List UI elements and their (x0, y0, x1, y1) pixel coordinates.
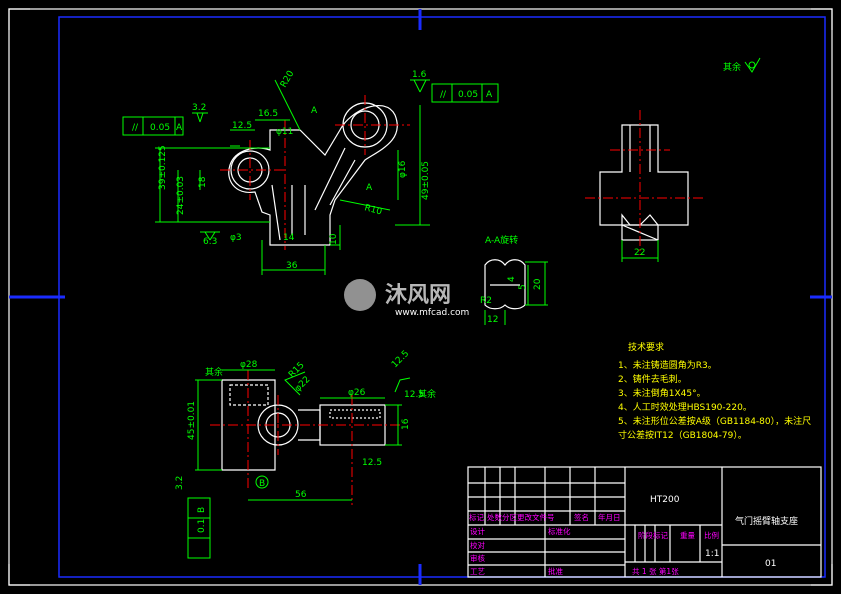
bottom-dim-12-5: 12.5 (390, 349, 411, 370)
dim-10: 10 (329, 233, 339, 245)
row-check: 校对 (470, 540, 485, 550)
section-mark-a-1: A (311, 106, 318, 116)
dim-3-2: 3.2 (192, 103, 206, 113)
weight-label: 重量 (680, 531, 695, 540)
row-design: 设计 (470, 526, 485, 536)
tech-item-1: 1、未注铸造圆角为R3。 (618, 359, 717, 371)
dim-24: 24±0.03 (176, 176, 186, 215)
watermark: 沐风网 www.mfcad.com (344, 279, 469, 318)
section-mark-a-2: A (366, 183, 373, 193)
bottom-view: φ28 R15 φ22 φ26 45±0.01 56 12.5 16 3.2 0… (175, 349, 436, 559)
tol-datum-1: A (176, 123, 183, 133)
bottom-dim-3-2: 3.2 (175, 476, 185, 490)
section-dim-5: 5 (518, 284, 528, 290)
tech-item-2: 2、铸件去毛刺。 (618, 373, 687, 385)
tech-item-4: 4、人工时效处理HBS190-220。 (618, 401, 752, 413)
corner-marks (8, 8, 833, 586)
header-date: 年月日 (598, 512, 621, 522)
front-view: // 0.05 A // 0.05 A 16.5 φ11 12.5 3.2 39… (122, 69, 499, 275)
part-name-text: 气门摇臂轴支座 (735, 515, 798, 527)
dim-1-6: 1.6 (412, 70, 427, 80)
section-dim-4: 4 (507, 276, 517, 282)
tech-item-6: 寸公差按IT12（GB1804-79）。 (618, 429, 747, 441)
header-change-doc: 更改文件号 (517, 512, 555, 522)
side-dim-22: 22 (634, 248, 645, 258)
std-label: 标准化 (548, 526, 571, 536)
bottom-dim-phi26: φ26 (348, 388, 366, 398)
dim-phi16: φ16 (398, 160, 408, 178)
bottom-dim-12-5-b: 12.5 (404, 390, 424, 400)
bottom-dim-phi28: φ28 (240, 360, 258, 370)
scale-label: 比例 (704, 530, 719, 540)
stage-label: 阶段标记 (638, 530, 668, 540)
dim-16-5: 16.5 (258, 109, 278, 119)
section-dim-r2: R2 (480, 296, 492, 306)
bottom-dim-16: 16 (401, 418, 411, 430)
dim-14: 14 (283, 233, 295, 243)
bottom-tol-datum: B (197, 507, 207, 513)
dim-r10: R10 (363, 203, 383, 217)
side-view: 22 其余 (585, 57, 761, 262)
tech-item-3: 3、未注倒角1X45°。 (618, 387, 706, 399)
dim-phi3: φ3 (230, 233, 242, 243)
center-marks (9, 9, 832, 585)
section-dim-12: 12 (487, 315, 498, 325)
section-label: A-A旋转 (485, 234, 518, 246)
section-dim-20: 20 (533, 278, 543, 290)
flatness-symbol: // (132, 123, 139, 133)
row-process: 工艺 (470, 567, 485, 576)
dim-36: 36 (286, 261, 298, 271)
bottom-note-rest: 其余 (205, 366, 223, 378)
title-block: HT200 气门摇臂轴支座 01 1:1 共 1 张 第1张 标记 处数 分区 … (467, 466, 822, 578)
dim-6-3: 6.3 (203, 237, 217, 247)
tol-value-1: 0.05 (150, 123, 170, 133)
bottom-tol-value: 0.1 (197, 519, 207, 533)
dim-12-5: 12.5 (232, 121, 252, 131)
sheet-info: 共 1 张 第1张 (632, 566, 679, 576)
drawing-number: 01 (765, 559, 776, 569)
bottom-note-rest-2: 其余 (418, 388, 436, 400)
parallel-symbol: // (440, 90, 447, 100)
dim-r20: R20 (279, 69, 297, 90)
roughness-note: 其余 (723, 61, 741, 73)
header-count: 处数 (487, 512, 502, 522)
dim-49: 49±0.05 (421, 161, 431, 200)
watermark-url: www.mfcad.com (395, 308, 469, 318)
scale-value: 1:1 (705, 549, 719, 559)
bottom-dim-12-5-c: 12.5 (362, 458, 382, 468)
header-mark: 标记 (469, 512, 484, 522)
tech-heading: 技术要求 (628, 341, 664, 353)
bottom-dim-56: 56 (295, 490, 307, 500)
tol-datum-2: A (486, 90, 493, 100)
dim-39: 39±0.125 (158, 145, 168, 190)
approve-label: 批准 (548, 566, 563, 576)
tech-item-5: 5、未注形位公差按A级（GB1184-80），未注尺 (618, 415, 811, 427)
header-zone: 分区 (502, 513, 517, 522)
material-text: HT200 (650, 495, 680, 505)
bottom-dim-45: 45±0.01 (187, 401, 197, 440)
section-view: A-A旋转 20 5 4 R2 12 (480, 234, 548, 325)
header-sign: 签名 (574, 512, 589, 522)
tech-requirements: 技术要求 1、未注铸造圆角为R3。 2、铸件去毛刺。 3、未注倒角1X45°。 … (618, 341, 811, 441)
tol-value-2: 0.05 (458, 90, 478, 100)
dim-phi11: φ11 (276, 127, 293, 137)
dim-18: 18 (198, 176, 208, 188)
bottom-datum-b: B (259, 479, 265, 489)
watermark-brand: 沐风网 (385, 283, 451, 308)
row-review: 审核 (470, 553, 485, 563)
